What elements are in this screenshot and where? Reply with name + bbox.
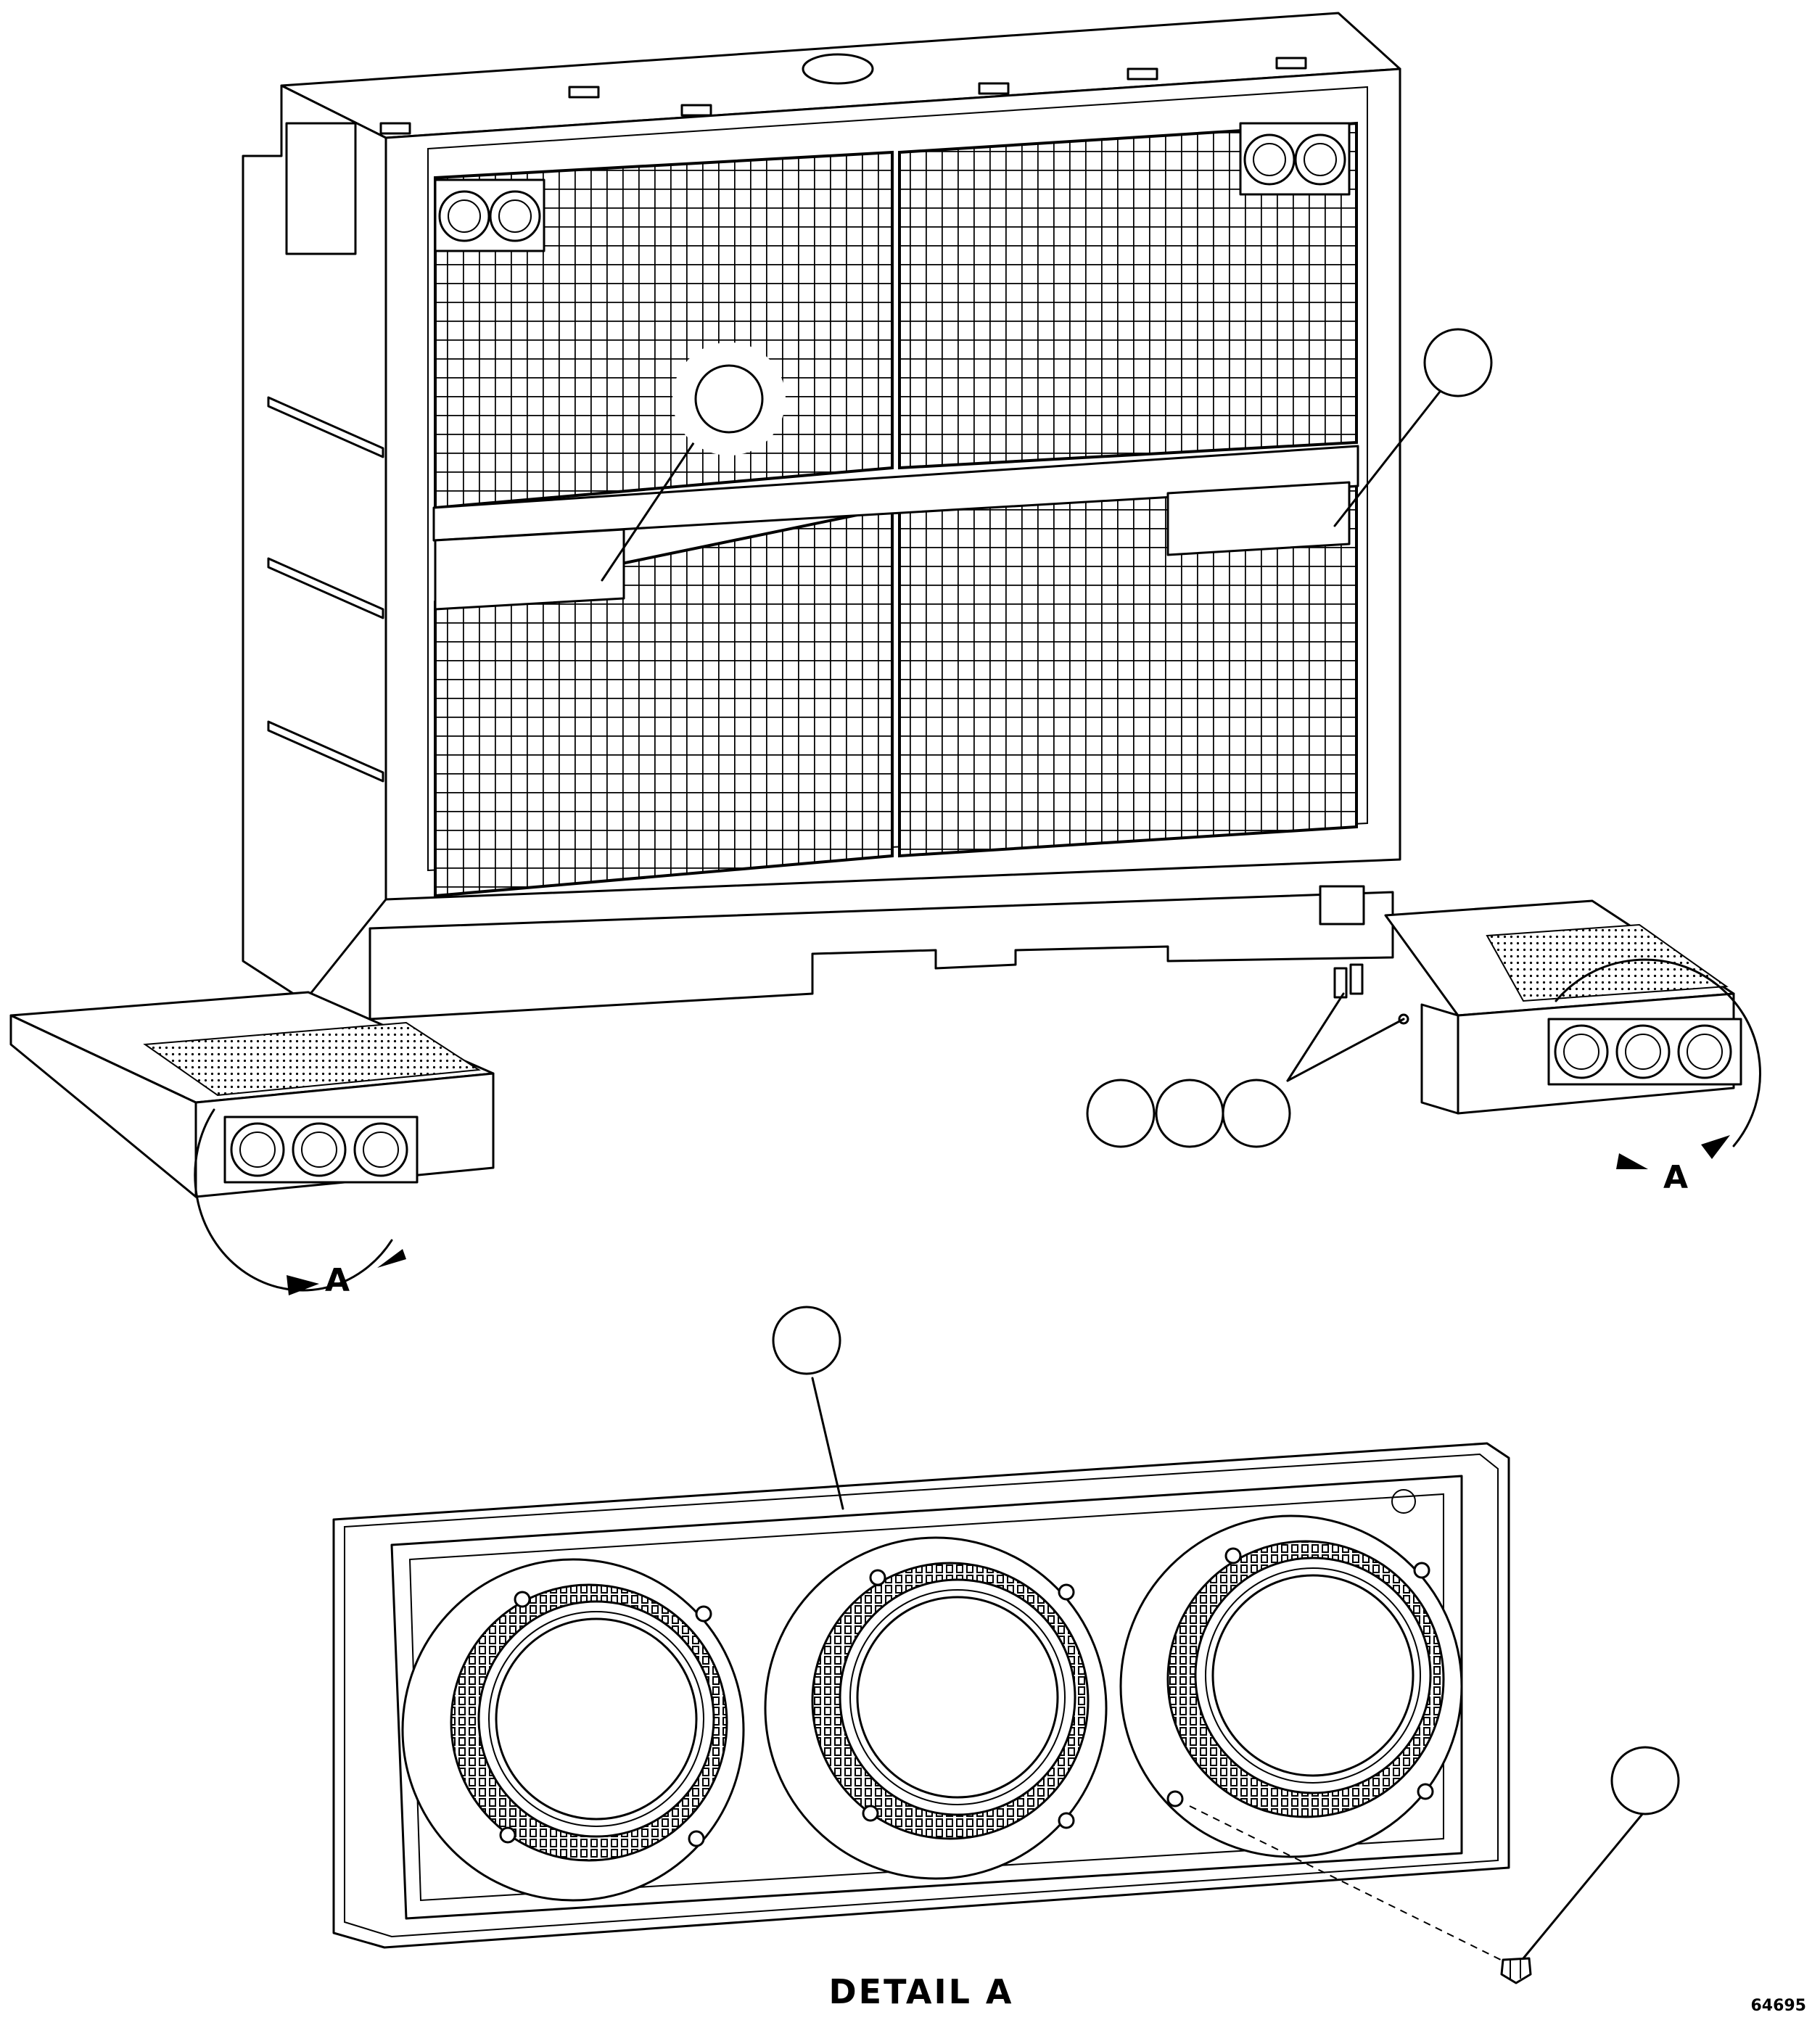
light-bar-left: [9, 991, 495, 1292]
screw-part: [1500, 1957, 1532, 1984]
grille-panel-upper-right: [898, 121, 1358, 470]
callout-bracket-2: [1155, 1079, 1224, 1148]
roof-details: [379, 53, 1307, 135]
detail-circle-left: [194, 1108, 393, 1292]
callout-bracket-1: [1086, 1079, 1156, 1148]
screw-assembly-path: [1189, 1805, 1506, 1963]
view-arrow-right-1: [1616, 1153, 1648, 1169]
callout-grille-left: [672, 342, 786, 455]
detail-lamp-1: [401, 1558, 745, 1902]
access-plate-left: [434, 528, 625, 611]
assembly-bottom-skirt: [368, 891, 1394, 1021]
center-divider-bar: [432, 445, 1359, 542]
bracket-hardware: [1333, 963, 1409, 1025]
callout-leaders: [601, 390, 1644, 1960]
light-bar-right: [1384, 899, 1761, 1147]
detail-lamp-3: [1119, 1514, 1463, 1858]
view-label-right: A: [1663, 1159, 1688, 1196]
right-bar-lamp-housing: [1547, 1018, 1742, 1086]
housing-corner-hole: [1391, 1489, 1416, 1514]
view-label-left: A: [325, 1262, 350, 1299]
detail-circle-right: [1555, 958, 1761, 1147]
access-plate-right: [1166, 481, 1351, 556]
detail-lamp-2: [764, 1536, 1108, 1880]
grille-assembly: [242, 12, 1401, 1021]
left-bar-lamp-housing: [223, 1116, 419, 1184]
detail-a-housing: [332, 1442, 1510, 1949]
callout-grille-right: [1423, 328, 1493, 397]
detail-a-caption: DETAIL A: [828, 1972, 1013, 2011]
drawing-number: 64695: [1750, 1997, 1806, 2015]
control-box: [1319, 885, 1365, 926]
side-panel-window: [285, 122, 357, 255]
grille-panel-lower-left: [434, 506, 894, 898]
callout-screw: [1610, 1746, 1680, 1815]
view-arrow-right-2: [1701, 1135, 1730, 1159]
side-panel-ribs: [267, 122, 384, 783]
view-arrow-left-2: [377, 1249, 406, 1268]
callout-light-housing: [772, 1306, 841, 1375]
view-arrow-left-1: [287, 1275, 319, 1295]
callout-bracket-3: [1222, 1079, 1291, 1148]
